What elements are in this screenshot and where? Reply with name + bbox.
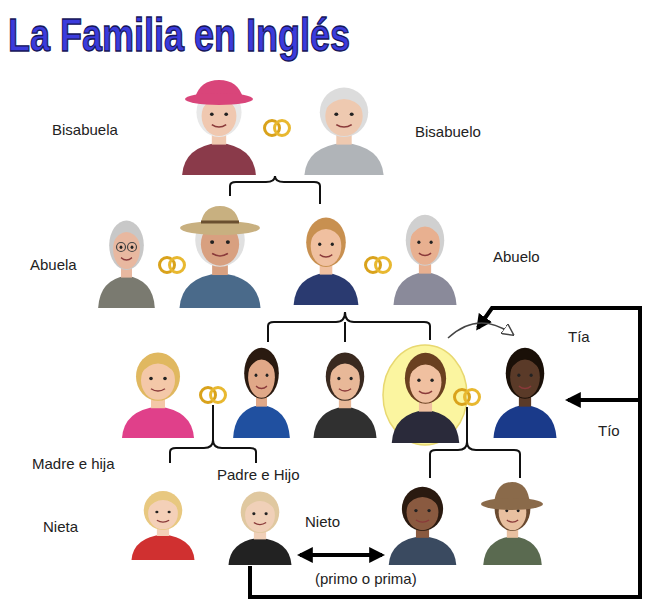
- member-label: Tía: [568, 328, 590, 346]
- member-label: Bisabuelo: [415, 123, 481, 141]
- member-label: Nieta: [43, 518, 78, 536]
- member-label: Tío: [598, 422, 620, 440]
- member-label: Bisabuela: [52, 121, 118, 139]
- member-label: Padre e Hijo: [217, 466, 300, 484]
- page-title: La Familia en Inglés: [8, 8, 350, 63]
- family-bracket: [170, 176, 520, 478]
- relation-arrow: [250, 308, 640, 597]
- member-label: Abuela: [30, 256, 77, 274]
- member-label: Abuelo: [493, 248, 540, 266]
- member-label: (primo o prima): [315, 570, 417, 588]
- member-label: Madre e hija: [32, 455, 115, 473]
- member-label: Nieto: [305, 513, 340, 531]
